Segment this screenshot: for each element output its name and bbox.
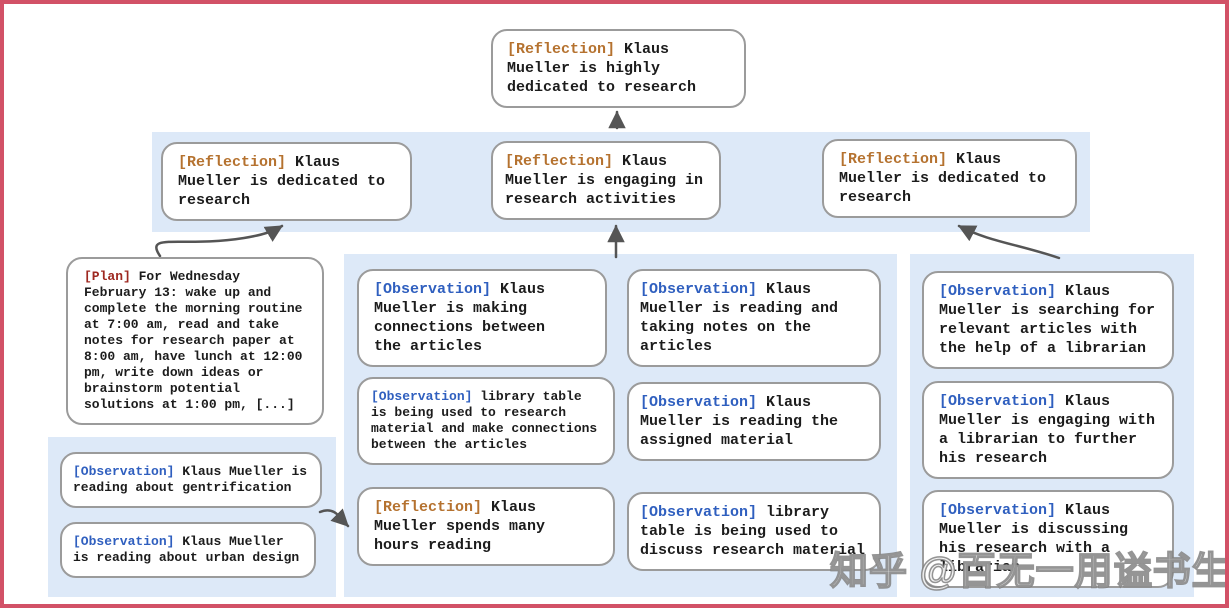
plan-tag: [Plan] [84, 269, 131, 284]
node-text: Klaus Mueller is reading and taking note… [640, 281, 839, 355]
node-text: Klaus Mueller is making connections betw… [374, 281, 546, 355]
reflection-tag: [Reflection] [374, 499, 483, 516]
node-refl-hours-reading: [Reflection] Klaus Mueller spends many h… [357, 487, 615, 566]
observation-tag: [Observation] [939, 283, 1057, 300]
node-obs-library-research: [Observation] library table is being use… [357, 377, 615, 465]
observation-tag: [Observation] [640, 281, 758, 298]
node-obs-engaging-librarian: [Observation] Klaus Mueller is engaging … [922, 381, 1174, 479]
observation-tag: [Observation] [640, 504, 758, 521]
node-text: Klaus Mueller is reading about urban des… [73, 534, 300, 565]
node-text: Klaus Mueller is searching for relevant … [939, 283, 1156, 357]
node-obs-assigned-material: [Observation] Klaus Mueller is reading t… [627, 382, 881, 461]
node-text: For Wednesday February 13: wake up and c… [84, 269, 303, 412]
node-text: Klaus Mueller is dedicated to research [178, 154, 386, 209]
reflection-tag: [Reflection] [505, 153, 614, 170]
node-obs-gentrification: [Observation] Klaus Mueller is reading a… [60, 452, 322, 508]
node-obs-discussing-librarian: [Observation] Klaus Mueller is discussin… [922, 490, 1174, 588]
node-text: Klaus Mueller is discussing his research… [939, 502, 1129, 576]
node-row2-left-reflection: [Reflection] Klaus Mueller is dedicated … [161, 142, 412, 221]
node-text: library table is being used to discuss r… [640, 504, 866, 559]
observation-tag: [Observation] [374, 281, 492, 298]
node-text: Klaus Mueller is engaging in research ac… [505, 153, 704, 208]
reflection-tag: [Reflection] [839, 151, 948, 168]
node-text: Klaus Mueller is dedicated to research [839, 151, 1047, 206]
observation-tag: [Observation] [73, 464, 175, 479]
observation-tag: [Observation] [640, 394, 758, 411]
node-obs-taking-notes: [Observation] Klaus Mueller is reading a… [627, 269, 881, 367]
node-row2-right-reflection: [Reflection] Klaus Mueller is dedicated … [822, 139, 1077, 218]
node-text: Klaus Mueller is engaging with a librari… [939, 393, 1156, 467]
node-obs-urban-design: [Observation] Klaus Mueller is reading a… [60, 522, 316, 578]
node-text: Klaus Mueller is reading the assigned ma… [640, 394, 839, 449]
node-text: Klaus Mueller is highly dedicated to res… [507, 41, 697, 96]
reflection-tag: [Reflection] [178, 154, 287, 171]
node-text: Klaus Mueller is reading about gentrific… [73, 464, 308, 495]
node-top-reflection: [Reflection] Klaus Mueller is highly ded… [491, 29, 746, 108]
node-obs-searching-articles: [Observation] Klaus Mueller is searching… [922, 271, 1174, 369]
node-text: Klaus Mueller spends many hours reading [374, 499, 546, 554]
observation-tag: [Observation] [939, 393, 1057, 410]
node-obs-connections: [Observation] Klaus Mueller is making co… [357, 269, 607, 367]
node-text: library table is being used to research … [371, 389, 598, 452]
reflection-tag: [Reflection] [507, 41, 616, 58]
node-obs-library-discuss: [Observation] library table is being use… [627, 492, 881, 571]
node-row2-mid-reflection: [Reflection] Klaus Mueller is engaging i… [491, 141, 721, 220]
zhihu-watermark: 知乎 @百无一用谥书生 [829, 550, 1229, 594]
node-plan: [Plan] For Wednesday February 13: wake u… [66, 257, 324, 425]
observation-tag: [Observation] [939, 502, 1057, 519]
observation-tag: [Observation] [73, 534, 175, 549]
observation-tag: [Observation] [371, 389, 473, 404]
